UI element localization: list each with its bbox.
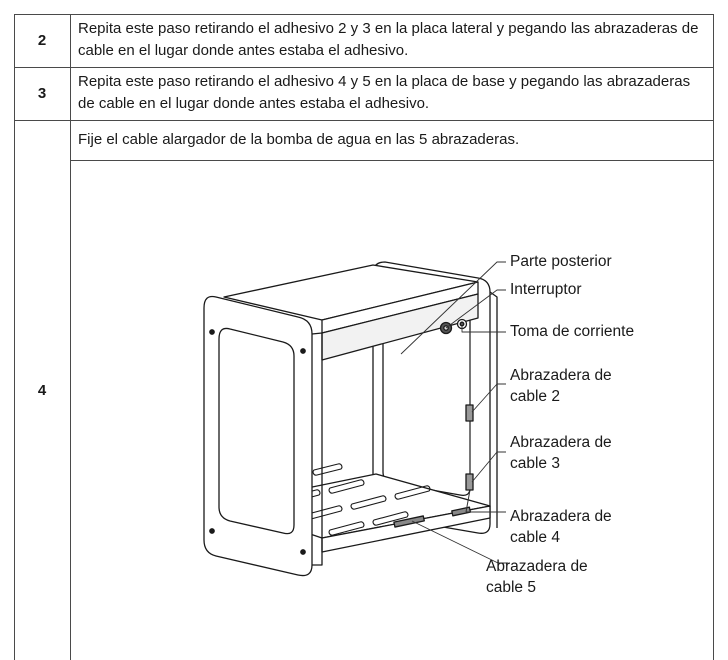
front-side-panel: [203, 295, 323, 577]
cable-clamp-4: [451, 506, 472, 517]
step-text: Repita este paso retirando el adhesivo 2…: [78, 20, 699, 59]
table-border-right: [713, 14, 714, 660]
step-text: Repita este paso retirando el adhesivo 4…: [78, 73, 691, 112]
step-number: 4: [37, 381, 47, 399]
callout-back: Parte posterior: [510, 253, 612, 270]
table-border-row3: [14, 120, 714, 121]
callout-clamp-2: Abrazadera de cable 2: [510, 367, 612, 405]
leader-lines: [400, 261, 508, 564]
table-border-top: [14, 14, 714, 15]
cable-clamp-2: [465, 404, 474, 422]
cable-clamp-5: [393, 515, 425, 528]
table-column-divider: [70, 14, 71, 660]
table-border-row2: [14, 67, 714, 68]
table-row: 4 Fije el cable alargador de la bomba de…: [14, 120, 714, 660]
table-border-subrow: [71, 160, 714, 161]
callout-clamp-5: Abrazadera de cable 5: [486, 558, 588, 596]
step-number: 2: [37, 32, 47, 49]
cable-clamp-3: [465, 473, 474, 491]
step-number: 3: [37, 85, 47, 102]
table-row: 3 Repita este paso retirando el adhesivo…: [14, 67, 714, 120]
callout-switch: Interruptor: [510, 281, 582, 298]
callout-clamp-3: Abrazadera de cable 3: [510, 434, 612, 472]
callout-clamp-4: Abrazadera de cable 4: [510, 508, 612, 546]
back-panel: [321, 293, 479, 361]
table-border-left: [14, 14, 15, 660]
step-text: Fije el cable alargador de la bomba de a…: [78, 131, 520, 148]
top-panel: [223, 264, 479, 334]
callout-socket: Toma de corriente: [510, 323, 635, 340]
table-row: 2 Repita este paso retirando el adhesivo…: [14, 14, 714, 67]
